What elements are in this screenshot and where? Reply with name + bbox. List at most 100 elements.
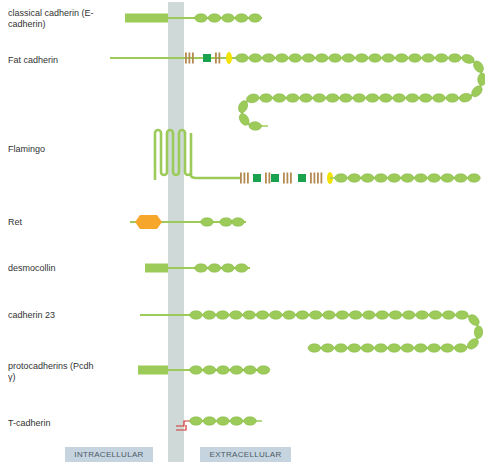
backbone [196,315,479,348]
protein-name: cadherin 23 [8,310,96,321]
cadherin-repeat [246,93,260,104]
cadherin-repeat [477,73,485,86]
cadherin-repeat [435,54,448,62]
cadherin-repeat [326,94,339,102]
cadherin-repeat [249,54,262,62]
laminin-domain [298,174,306,182]
cadherin-repeat [429,311,442,319]
seven-pass-domain [155,130,240,180]
cadherin-repeat [203,417,216,425]
cadherin-repeat [260,94,273,102]
egf-repeat [314,173,316,184]
cadherin-repeat [235,264,248,272]
cadherin-repeat [422,54,435,62]
egf-repeat [317,173,319,184]
egf-repeat [287,173,289,184]
cadherin-repeat [433,94,446,102]
cadherin-repeat [349,311,362,319]
egf-repeat [290,173,292,184]
cadherin-repeat [467,313,482,328]
cadherin-repeat [342,54,355,62]
cadherin-repeat [302,54,315,62]
cadherin-repeat [409,54,422,62]
cadherin-repeat [401,174,414,182]
cadherin-repeat [249,14,262,22]
cadherin-repeat [428,344,441,352]
egf-repeat [321,173,323,184]
cadherin-repeat [217,366,230,374]
membrane [168,2,184,462]
cadherin-repeat [395,54,408,62]
cadherin-repeat [237,99,250,114]
cadherin-repeat [220,218,233,226]
cytoplasmic-domain [145,264,168,273]
cadherin-repeat [471,59,485,74]
protein-name: classical cadherin (E-cadherin) [8,8,96,30]
cadherin-repeat [243,311,256,319]
cadherin-repeat [208,14,221,22]
cadherin-repeat [414,344,427,352]
cadherin-repeat [244,417,257,425]
egf-repeat [265,173,267,184]
cadherin-repeat [244,366,257,374]
cadherin-repeat [465,337,480,352]
cadherin-repeat [449,54,462,62]
cadherin-repeat [415,174,428,182]
laminin-domain [253,174,261,182]
cadherin-repeat [289,54,302,62]
cadherin-repeat [353,94,366,102]
cadherin-repeat [300,94,313,102]
cadherin-repeat [419,94,432,102]
cadherin-repeat [273,94,286,102]
cadherin-repeat [361,344,374,352]
cadherin-repeat [296,311,309,319]
cadherin-repeat [416,311,429,319]
egf-repeat [269,173,271,184]
cadherin-repeat [456,311,469,319]
cadherin-repeat [236,54,249,62]
cadherin-repeat [459,92,473,102]
cadherin-repeat [461,53,476,65]
backbone [242,58,482,126]
cadherin-repeat [256,311,269,319]
compartment-label: EXTRACELLULAR [210,450,282,459]
cadherin-repeat [313,94,326,102]
compartment-band: EXTRACELLULAR [200,447,291,462]
cadherin-repeat [366,94,379,102]
cadherin-repeat [401,344,414,352]
egf-repeat [192,53,194,64]
cadherin-repeat [335,344,348,352]
laminin-domain [271,174,279,182]
cadherin-repeat [222,14,235,22]
egf-repeat [247,173,249,184]
cadherin-repeat [382,54,395,62]
cadherin-repeat [283,311,296,319]
cadherin-repeat [335,174,348,182]
protein-name: Flamingo [8,144,96,155]
cytoplasmic-domain [125,14,168,23]
cadherin-repeat [190,366,203,374]
cadherin-repeat [203,366,216,374]
cadherin-repeat [208,264,221,272]
cytoplasmic-domain [138,366,168,375]
cadherin-repeat [348,344,361,352]
cadherin-repeat [222,264,235,272]
cadherin-repeat [474,326,483,339]
egf-repeat [244,173,246,184]
cadherin-repeat [316,54,329,62]
egf-repeat [189,53,191,64]
cadherin-repeat [321,344,334,352]
cadherin-repeat [428,174,441,182]
cadherin-repeat [286,94,299,102]
cadherin-repeat [355,54,368,62]
cadherin-repeat [203,311,216,319]
cadherin-repeat [468,174,481,182]
cadherin-repeat [270,311,283,319]
protein-name: Ret [8,217,96,228]
cadherin-repeat [379,94,392,102]
cadherin-repeat [195,264,208,272]
cadherin-repeat [308,344,321,352]
cadherin-repeat [190,417,203,425]
egf-repeat [215,53,217,64]
